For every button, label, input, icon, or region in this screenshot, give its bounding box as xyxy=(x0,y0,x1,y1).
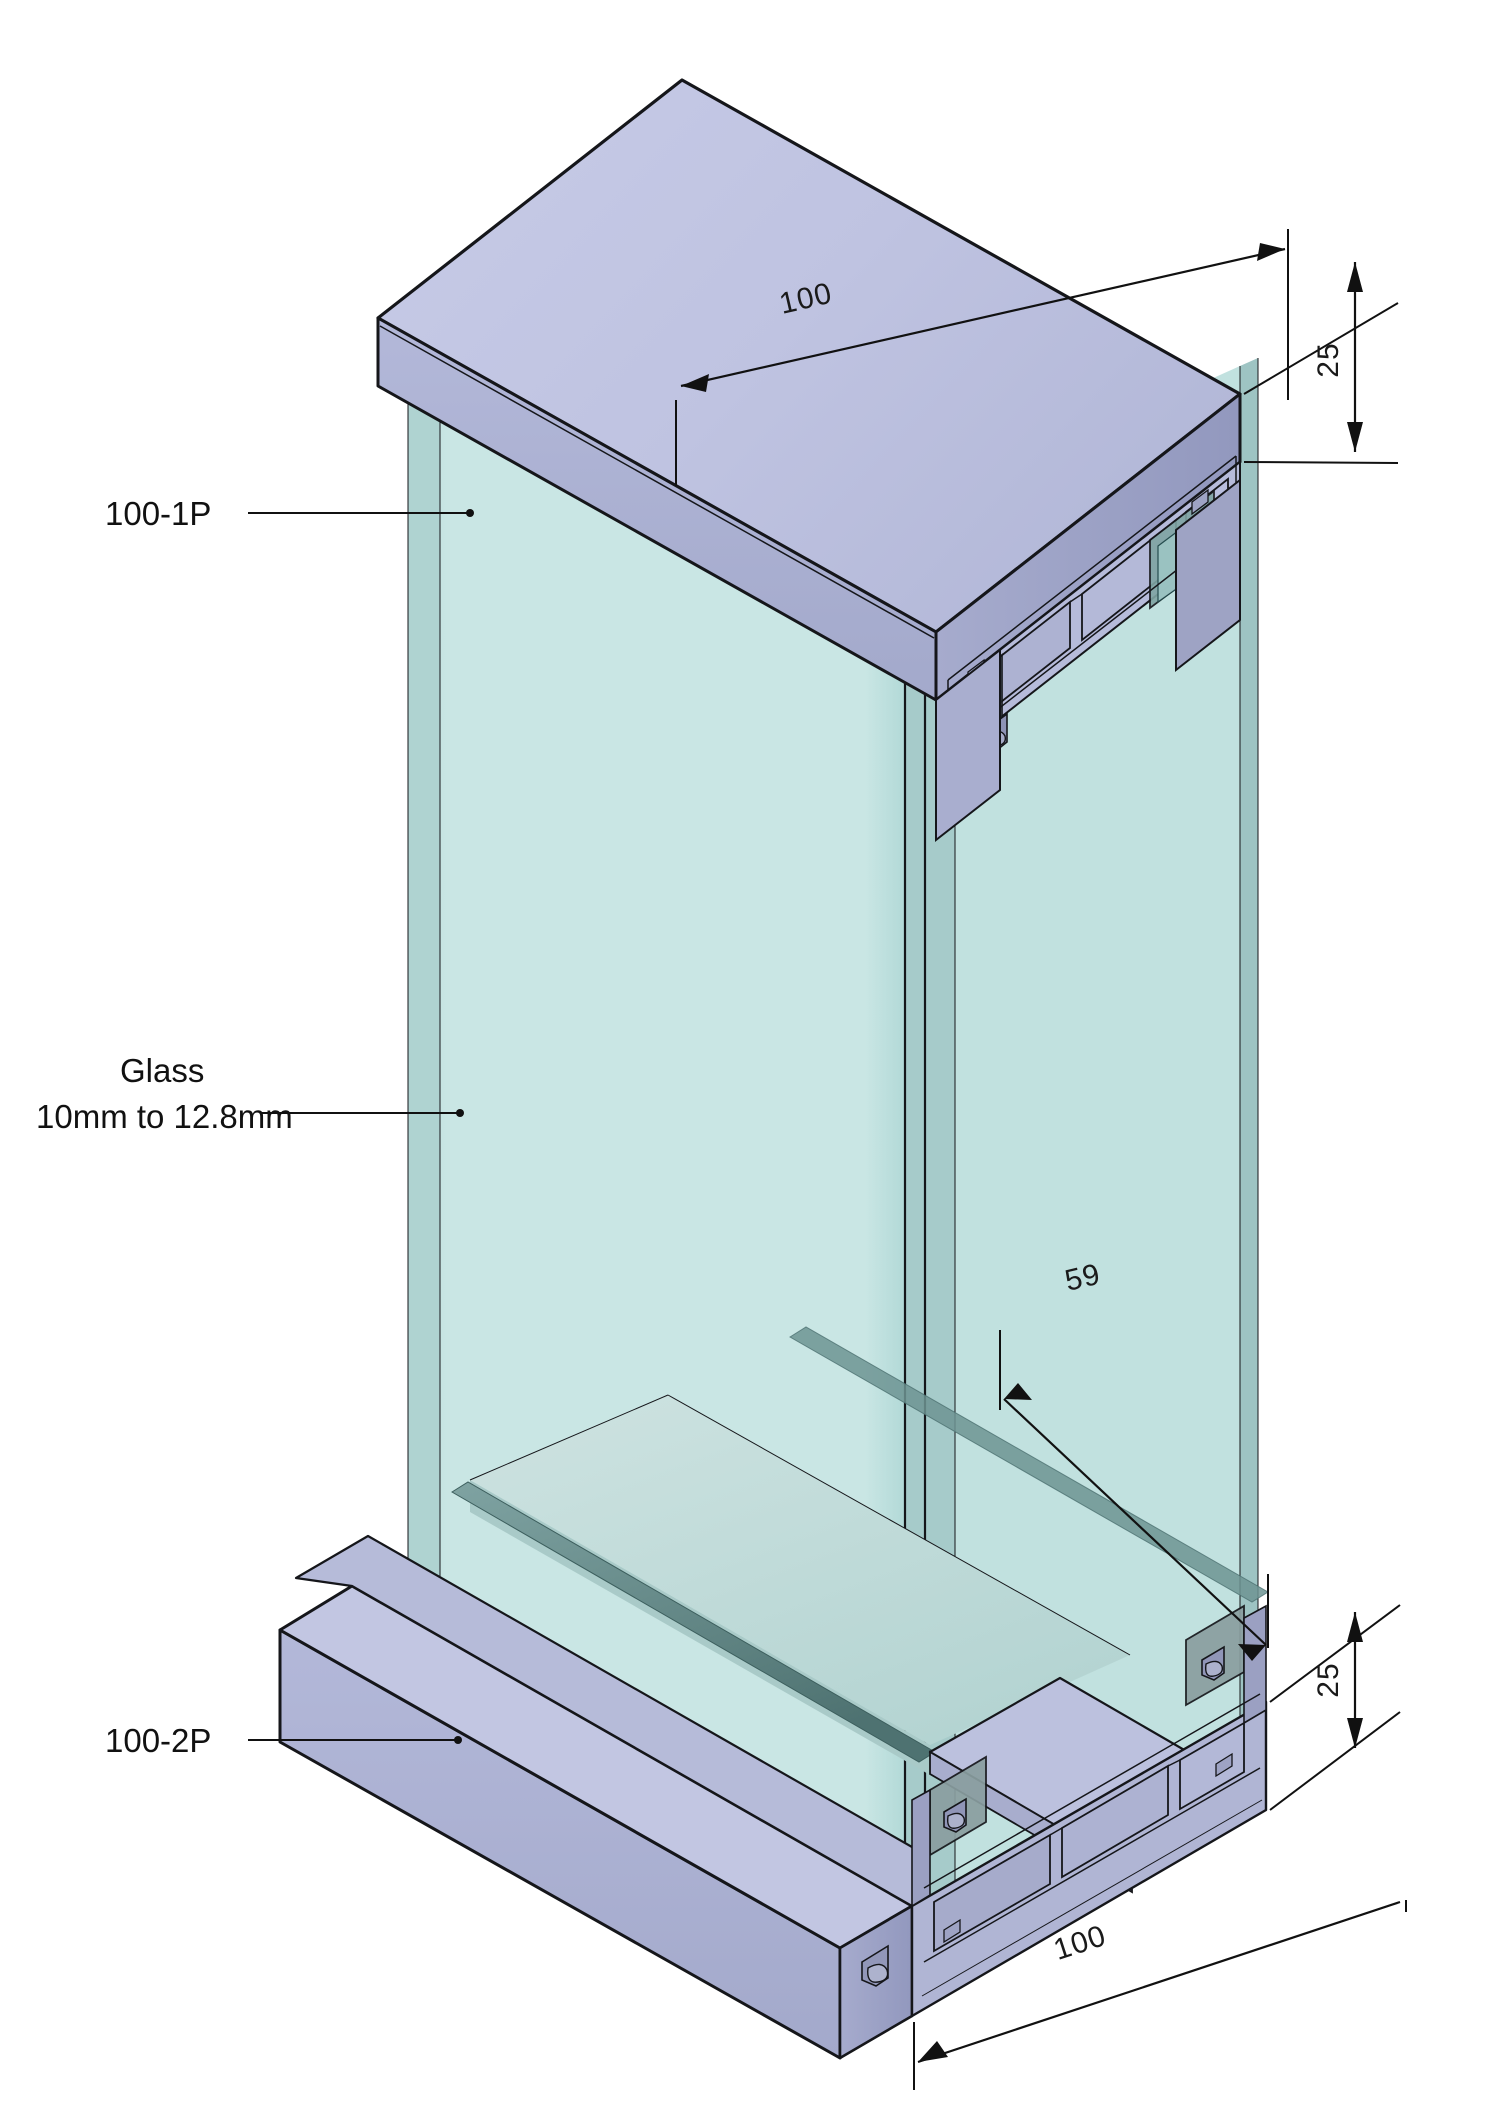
glazing-gasket-bar xyxy=(452,1482,935,1762)
dim-59-arrow-right xyxy=(1238,1644,1266,1661)
top-profile-front-highlight xyxy=(379,325,935,639)
label-bottom-profile-text: 100-2P xyxy=(105,1722,211,1759)
bottom-retention-clip-right-hook xyxy=(1204,1660,1224,1677)
dim-top-width-line xyxy=(680,247,1286,388)
bottom-upright-left xyxy=(911,1788,931,1908)
dim-bot-width-line xyxy=(917,1900,1401,2064)
dim-bot-height-ext-bot xyxy=(1269,1711,1401,1811)
bottom-web-2 xyxy=(1167,1759,1181,1767)
bottom-profile-left-lip xyxy=(861,1944,889,1987)
bottom-web-1 xyxy=(1049,1827,1063,1836)
dim-59-arrow-left xyxy=(1004,1383,1032,1400)
label-glass-line2: 10mm to 12.8mm xyxy=(36,1098,293,1135)
label-glass-dot xyxy=(456,1109,464,1117)
dim-bot-height-arrow-top xyxy=(1347,1612,1363,1642)
top-screwport-2 xyxy=(1191,488,1209,516)
bottom-screwport-2 xyxy=(1215,1752,1233,1778)
bottom-screwport-1 xyxy=(943,1918,961,1944)
bottom-profile-section-internals xyxy=(910,1604,1268,2018)
bottom-upright-right xyxy=(1243,1604,1267,1725)
dim-top-width-arrow-left xyxy=(681,374,709,392)
glass-left-edge-band xyxy=(408,344,440,1638)
dim-top-height-ext-top xyxy=(1243,302,1399,395)
setting-block-top-face xyxy=(470,1395,1130,1745)
top-web-1 xyxy=(1069,593,1083,603)
label-bottom-profile: 100-2P xyxy=(105,1722,462,1759)
top-profile-leg-left xyxy=(935,647,1001,843)
dimension-bottom-height: 25 xyxy=(1269,1604,1401,1811)
label-glass-line1: Glass xyxy=(120,1052,204,1089)
setting-block-edge-1 xyxy=(469,1394,669,1481)
dimension-bottom-inner-width: 59 xyxy=(999,1258,1269,1661)
label-bottom-profile-dot xyxy=(454,1736,462,1744)
bottom-plate-line-1 xyxy=(923,1693,1261,1889)
bottom-plate-line-2 xyxy=(923,1767,1261,1963)
bottom-chamber-2 xyxy=(1061,1764,1169,1879)
dim-bot-height-text: 25 xyxy=(1312,1662,1345,1697)
dim-top-height-ext-bot xyxy=(1243,461,1399,464)
dim-top-height-arrow-top xyxy=(1347,262,1363,292)
dim-59-text: 59 xyxy=(1062,1258,1104,1298)
bottom-plate-line-3 xyxy=(921,1799,1263,1997)
label-top-profile: 100-1P xyxy=(105,495,474,532)
label-top-profile-dot xyxy=(466,509,474,517)
dim-bot-height-ext-top xyxy=(1269,1604,1401,1703)
label-glass: Glass 10mm to 12.8mm xyxy=(36,1052,464,1135)
dimension-top-height: 25 xyxy=(1243,262,1399,464)
bottom-left-lip-hook xyxy=(867,1963,889,1983)
top-profile-legs xyxy=(935,477,1241,843)
dim-bot-width-arrow-left xyxy=(918,2041,948,2062)
bottom-chamber-1 xyxy=(933,1833,1051,1953)
dim-top-width-arrow-right xyxy=(1257,243,1285,261)
top-profile-leg-right xyxy=(1175,477,1241,673)
label-top-profile-text: 100-1P xyxy=(105,495,211,532)
bottom-retention-clip-left-hook xyxy=(946,1812,966,1829)
bottom-profile-100-2P xyxy=(278,1534,1268,2060)
top-inner-wall-1 xyxy=(947,455,1237,681)
dim-59-line xyxy=(1003,1398,1267,1646)
dim-top-height-text: 25 xyxy=(1312,342,1345,377)
dim-bot-height-arrow-bot xyxy=(1347,1718,1363,1748)
glass-right-return xyxy=(1240,358,1258,1800)
bottom-chamber-3 xyxy=(1179,1721,1245,1811)
setting-block-edge-2 xyxy=(667,1394,1131,1656)
dim-top-height-arrow-bot xyxy=(1347,422,1363,452)
